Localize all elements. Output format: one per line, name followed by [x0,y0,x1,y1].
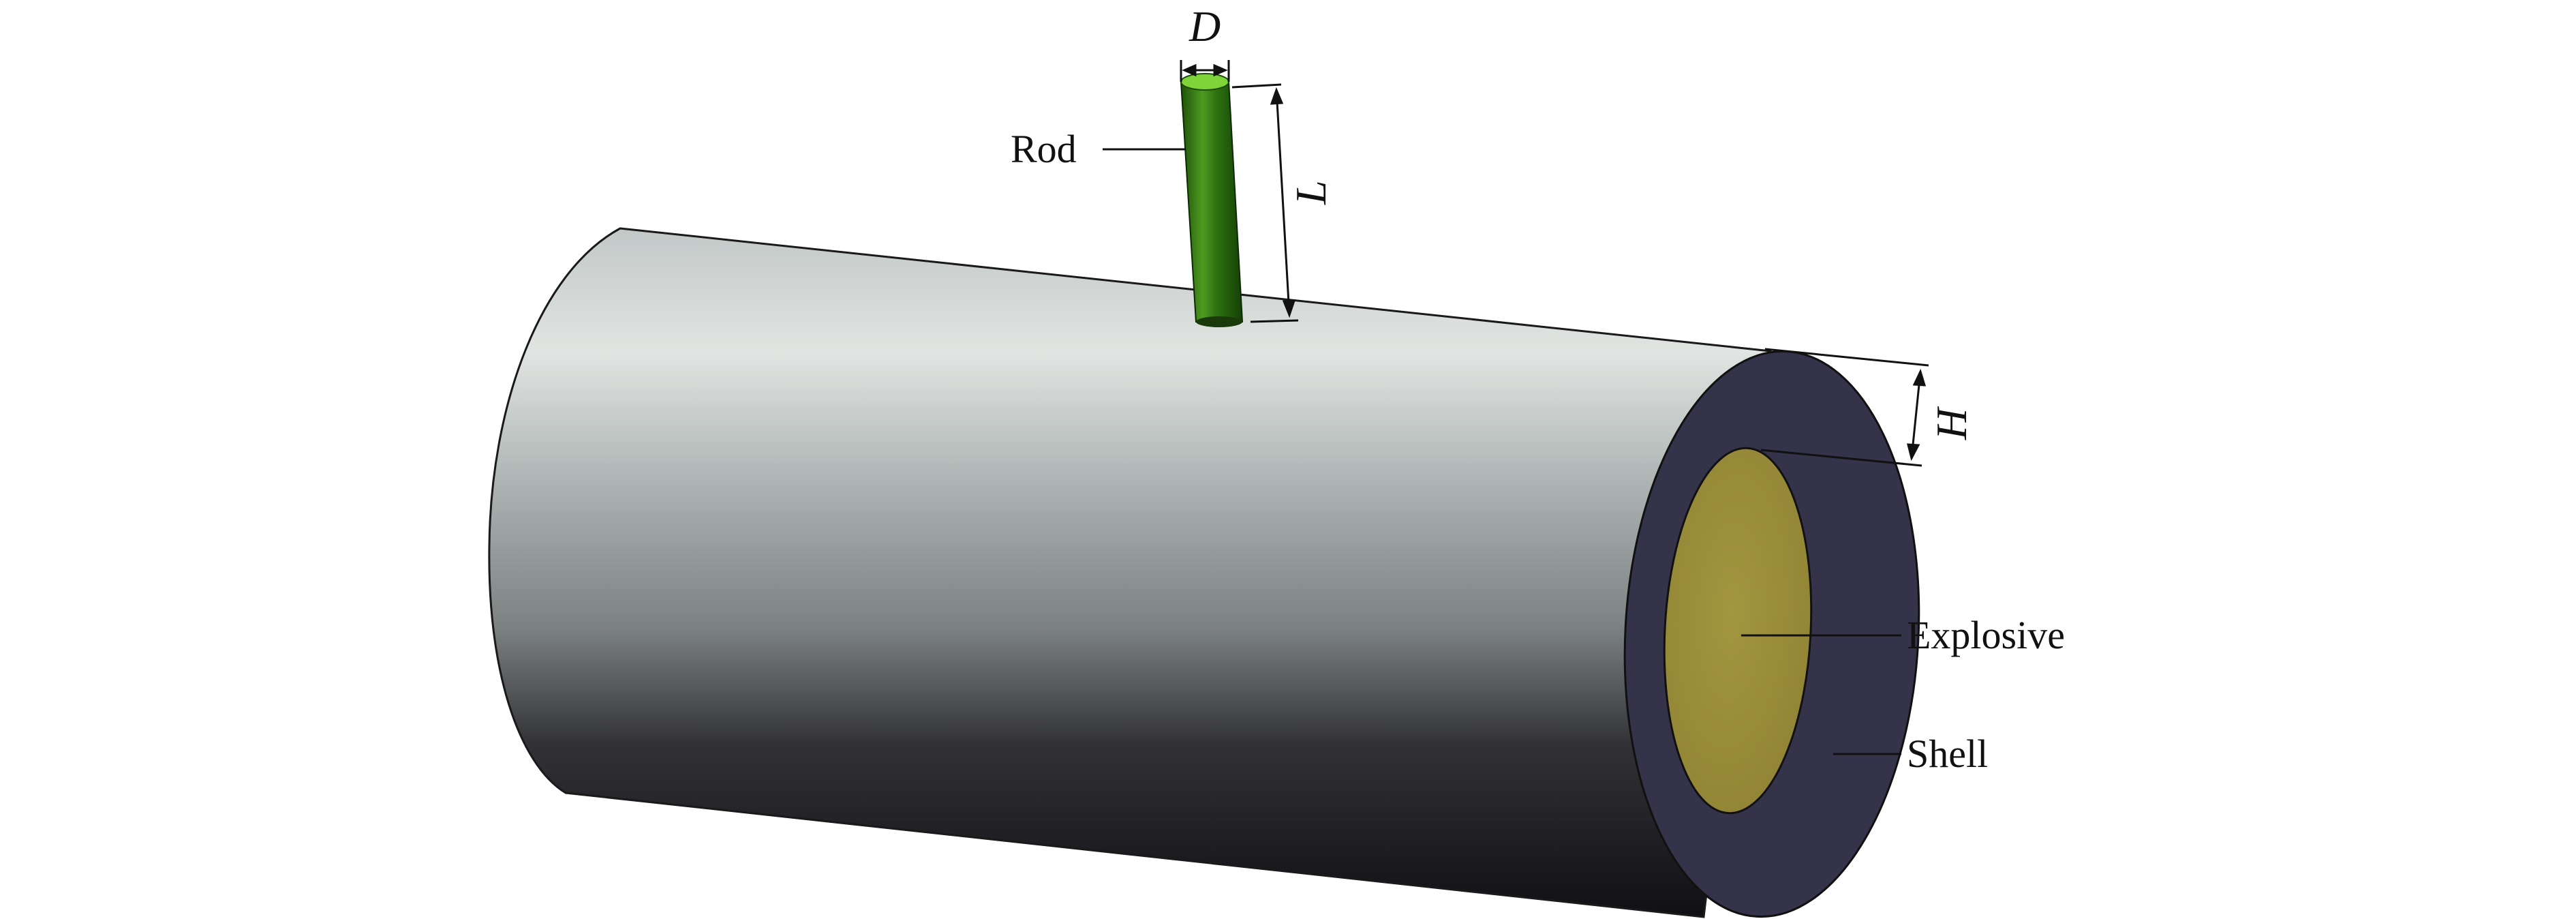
dimension-l [1231,83,1299,323]
rod-base [1196,316,1242,327]
rod-label: Rod [1011,127,1077,171]
explosive-label: Explosive [1907,613,2065,657]
rod-body [1180,81,1244,322]
shell-body [488,227,1772,918]
dimension-l-label: L [1287,180,1335,205]
dimension-d [1180,60,1230,82]
rod [1180,73,1244,327]
shell-label: Shell [1907,732,1988,776]
dimension-h [1760,348,1929,467]
rod-top-face [1180,73,1229,91]
dimension-h-label: H [1927,406,1976,440]
dimension-d-label: D [1189,2,1221,50]
